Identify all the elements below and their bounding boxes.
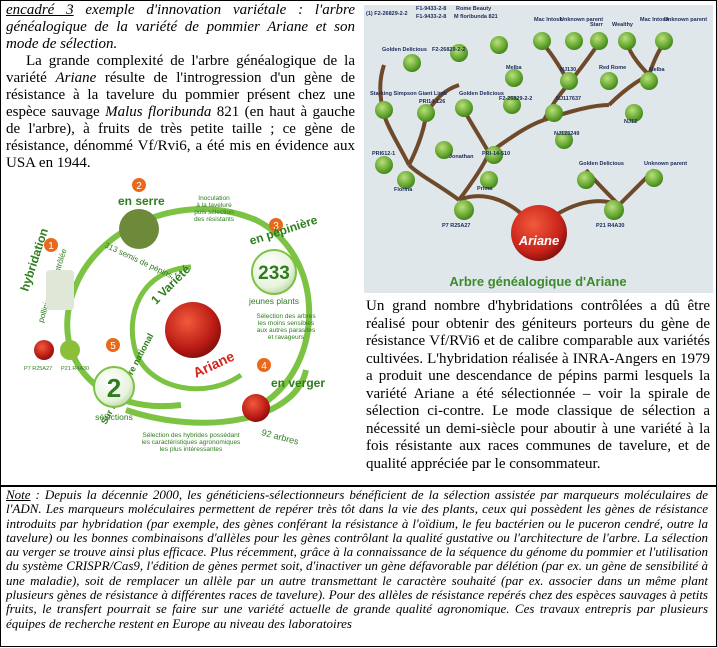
intro-text: encadré 3 exemple d'innovation variétale… — [6, 2, 355, 172]
step-5-bubble — [93, 366, 135, 408]
tree-labels: (1) F2-26829-2-2 F1-9433-2-8 F1-9433-2-8… — [366, 6, 707, 229]
svg-text:Rome Beauty: Rome Beauty — [456, 6, 492, 12]
svg-text:Unknown parent: Unknown parent — [664, 17, 707, 23]
svg-text:F1-9433-2-8: F1-9433-2-8 — [416, 6, 446, 12]
intro-part-1: La grande complexité de l'arbre généalog… — [6, 53, 355, 86]
svg-text:Red Rome: Red Rome — [599, 65, 626, 71]
step-3-badge — [269, 218, 283, 232]
parent-apple-a — [34, 340, 54, 360]
svg-text:PRI14-126: PRI14-126 — [419, 99, 445, 105]
svg-text:Golden Delicious: Golden Delicious — [382, 47, 427, 53]
parent-b-label: P21 R4A30 — [61, 366, 89, 372]
svg-text:Golden Delicious: Golden Delicious — [459, 91, 504, 97]
intro-species: Malus floribunda — [105, 104, 212, 120]
svg-text:Mac Intosh: Mac Intosh — [640, 17, 669, 23]
step-3-bubble — [251, 249, 297, 295]
tree-apples — [375, 32, 673, 220]
step-4-sub: 92 arbres — [260, 427, 300, 447]
svg-text:F2-26829-2-2: F2-26829-2-2 — [432, 47, 465, 53]
svg-text:Florina: Florina — [394, 187, 413, 193]
svg-text:M floribunda 821: M floribunda 821 — [454, 14, 498, 20]
note-paragraph: Note : Depuis la décennie 2000, les géné… — [6, 487, 708, 631]
intro-part-3: 821 (en haut à gauche de l'arbre), à fru… — [6, 104, 356, 171]
step-5-badge — [106, 338, 120, 352]
note-body: : Depuis la décennie 2000, les généticie… — [6, 487, 708, 631]
svg-text:NJ123249: NJ123249 — [554, 131, 579, 137]
svg-text:Prima: Prima — [477, 186, 493, 192]
step-2-number: 2 — [136, 181, 142, 192]
tree-title: Arbre généalogique d'Ariane — [449, 274, 626, 289]
svg-text:Mac Intosh: Mac Intosh — [534, 17, 563, 23]
svg-text:Starr: Starr — [590, 22, 604, 28]
note-label: Note — [6, 487, 31, 502]
tree-root-label: Ariane — [518, 233, 559, 248]
step-2-title: en serre — [118, 194, 165, 208]
svg-text:NJ130: NJ130 — [560, 67, 576, 73]
svg-text:(1) F2-26829-2-2: (1) F2-26829-2-2 — [366, 11, 408, 17]
svg-text:Unknown parent: Unknown parent — [644, 161, 687, 167]
ariane-apple — [165, 302, 221, 358]
svg-text:P7 R25A27: P7 R25A27 — [442, 223, 470, 229]
step-5-number: 5 — [110, 341, 116, 352]
spiral-path — [64, 206, 313, 410]
flower-image — [46, 270, 74, 310]
step-4-number: 4 — [261, 361, 267, 372]
svg-text:Jonathan: Jonathan — [449, 154, 474, 160]
family-tree-diagram: Ariane (1) F2-26829-2-2 F1-9433-2-8 F1-9… — [364, 5, 713, 293]
encadre-heading: encadré 3 exemple d'innovation variétale… — [6, 2, 355, 53]
step-2-badge — [132, 178, 146, 192]
ariane-root-apple — [511, 205, 567, 261]
orchard-apple — [242, 394, 270, 422]
encadre-title: exemple d'innovation variétale : l'arbre… — [6, 2, 356, 52]
step-4-badge — [257, 358, 271, 372]
step-4-title: en verger — [271, 376, 325, 390]
parent-a-label: P7 R25A27 — [24, 366, 52, 372]
svg-text:Starking Simpson Giant Limb: Starking Simpson Giant Limb — [370, 91, 448, 97]
svg-text:NJ12: NJ12 — [624, 119, 637, 125]
seedling-image — [119, 209, 159, 249]
svg-text:Golden Delicious: Golden Delicious — [579, 161, 624, 167]
step-5-sub: sélections — [95, 412, 133, 422]
hybridization-paragraph: Un grand nombre d'hybridations contrôlée… — [366, 298, 710, 472]
svg-text:NJ117637: NJ117637 — [556, 96, 581, 102]
svg-text:Melba: Melba — [649, 67, 666, 73]
svg-text:PRI-14-510: PRI-14-510 — [482, 151, 510, 157]
intro-paragraph: La grande complexité de l'arbre généalog… — [6, 53, 355, 172]
step-3-sub: jeunes plants — [248, 296, 299, 306]
svg-text:Unknown parent: Unknown parent — [560, 17, 603, 23]
svg-text:F2-26829-2-2: F2-26829-2-2 — [499, 96, 532, 102]
intro-ariane: Ariane — [55, 70, 97, 86]
selection-spiral-diagram: 1 hybridation pollinisation contrôlée P7… — [18, 178, 325, 453]
svg-text:PRI612-1: PRI612-1 — [372, 151, 395, 157]
step-1-number: 1 — [48, 241, 54, 252]
svg-text:Wealthy: Wealthy — [612, 22, 634, 28]
parent-apple-b — [60, 340, 80, 360]
step-3-number: 3 — [273, 221, 279, 232]
step-3-count: 233 — [258, 263, 290, 284]
step-1-badge — [44, 238, 58, 252]
intro-part-2: résulte de l'introgression d'un gène de … — [6, 70, 356, 120]
svg-text:Melba: Melba — [506, 65, 523, 71]
svg-text:P21 R4A30: P21 R4A30 — [596, 223, 624, 229]
encadre-label: encadré 3 — [6, 2, 74, 18]
svg-text:F1-9433-2-8: F1-9433-2-8 — [416, 14, 446, 20]
step-5-count: 2 — [107, 373, 121, 403]
